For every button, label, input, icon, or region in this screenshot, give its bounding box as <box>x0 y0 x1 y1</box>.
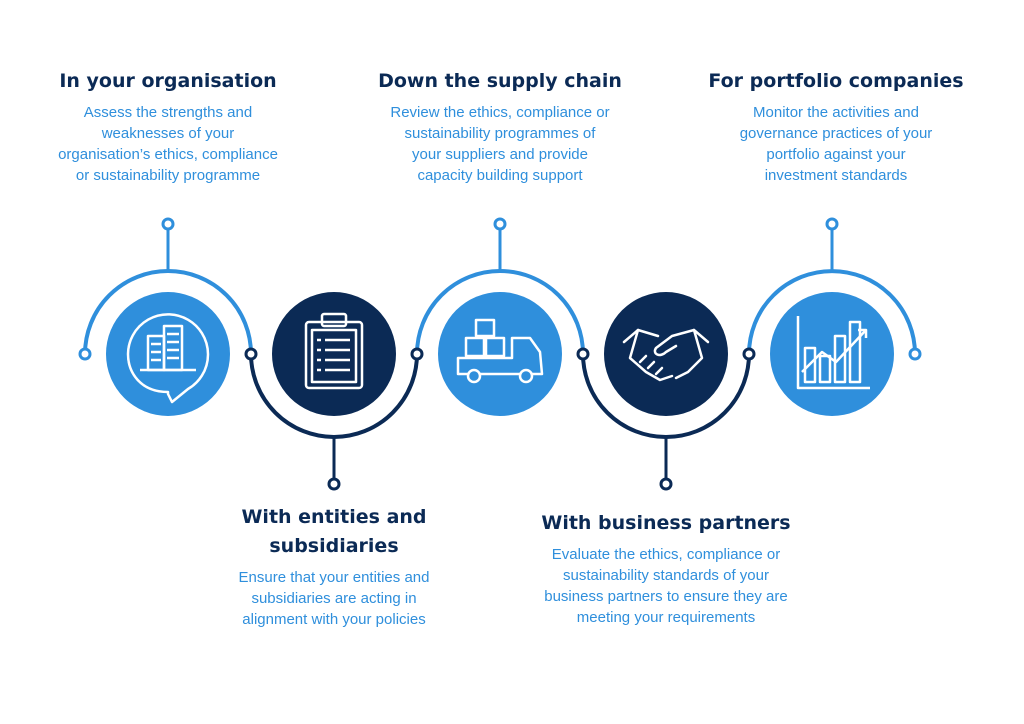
junction-dot <box>576 347 590 361</box>
stage-title: In your organisation <box>59 70 277 92</box>
junction-dot <box>908 347 922 361</box>
stage-4-text: With business partners Evaluate the ethi… <box>534 509 798 628</box>
arc-stage-5 <box>747 269 917 355</box>
stem-dot-5 <box>825 217 839 231</box>
stage-3-circle <box>438 292 562 416</box>
clipboard-checklist-icon <box>304 312 364 390</box>
office-building-icon <box>126 313 210 404</box>
stage-title: For portfolio companies <box>708 70 964 92</box>
stem-dot-2 <box>327 477 341 491</box>
stage-description: Evaluate the ethics, compliance or susta… <box>544 546 788 626</box>
arc-stage-3 <box>415 269 585 355</box>
growth-chart-icon <box>796 316 870 390</box>
junction-dot <box>742 347 756 361</box>
stage-description: Monitor the activities and governance pr… <box>739 104 933 184</box>
stem-dot-3 <box>493 217 507 231</box>
stage-1-text: In your organisation Assess the strength… <box>48 67 288 186</box>
stage-title: With entities and subsidiaries <box>241 506 427 557</box>
stem-dot-4 <box>659 477 673 491</box>
stage-description: Ensure that your entities and subsidiari… <box>238 569 430 628</box>
stage-5-circle <box>770 292 894 416</box>
stage-4-circle <box>604 292 728 416</box>
stage-2-circle <box>272 292 396 416</box>
stem-dot-1 <box>161 217 175 231</box>
stage-description: Review the ethics, compliance or sustain… <box>390 104 610 184</box>
junction-dot <box>410 347 424 361</box>
arc-stage-4 <box>581 353 751 439</box>
handshake-icon <box>622 328 710 382</box>
arc-stage-2 <box>249 353 419 439</box>
stage-title: With business partners <box>541 512 791 534</box>
stage-title: Down the supply chain <box>378 70 622 92</box>
junction-dot <box>244 347 258 361</box>
delivery-truck-icon <box>456 318 544 384</box>
stage-2-text: With entities and subsidiaries Ensure th… <box>224 503 444 630</box>
stage-5-text: For portfolio companies Monitor the acti… <box>696 67 976 186</box>
stage-3-text: Down the supply chain Review the ethics,… <box>370 67 630 186</box>
arc-stage-1 <box>83 269 253 355</box>
junction-dot <box>78 347 92 361</box>
stage-description: Assess the strengths and weaknesses of y… <box>58 104 278 184</box>
stage-1-circle <box>106 292 230 416</box>
